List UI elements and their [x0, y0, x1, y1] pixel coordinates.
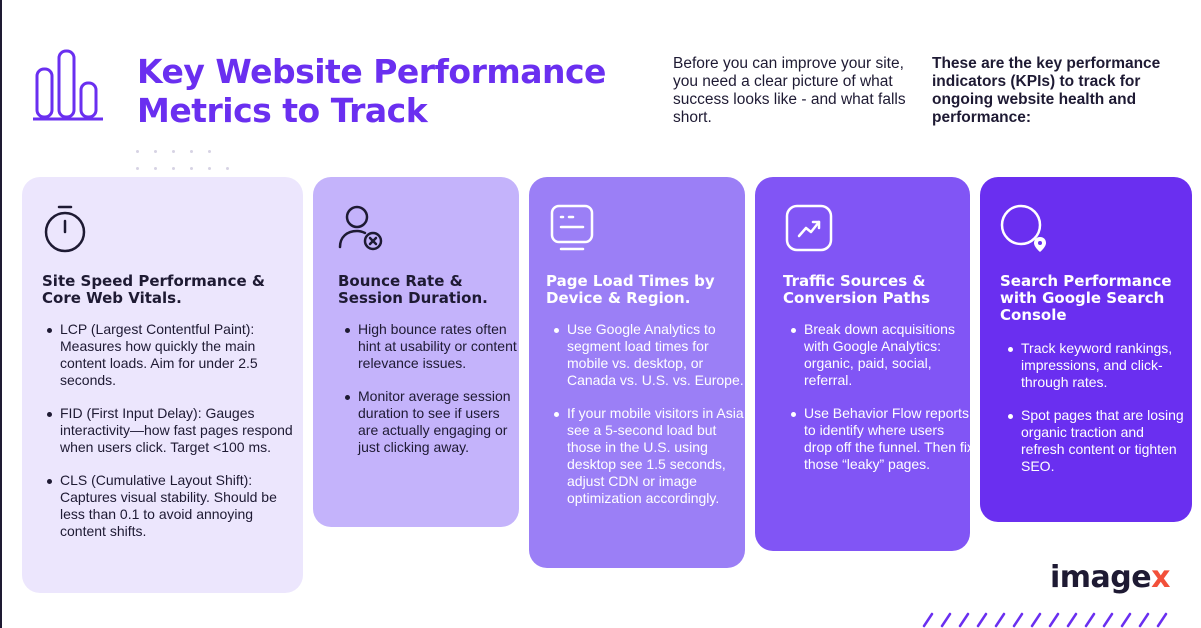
decorative-dots: [134, 148, 234, 174]
list-item: If your mobile visitors in Asia see a 5-…: [554, 405, 747, 507]
list-item: Use Behavior Flow reports to identify wh…: [791, 405, 974, 472]
bullet-list: LCP (Largest Contentful Paint): Measures…: [47, 321, 296, 556]
card-title: Search Performance with Google Search Co…: [1000, 272, 1172, 324]
card-site-speed: Site Speed Performance & Core Web Vitals…: [22, 177, 303, 593]
bullet-list: High bounce rates often hint at usabilit…: [345, 321, 518, 472]
card-bounce-rate: Bounce Rate & Session Duration. High bou…: [313, 177, 519, 527]
decorative-slashes: [922, 612, 1168, 628]
card-title: Traffic Sources & Conversion Paths: [783, 272, 931, 307]
bullet-list: Track keyword rankings, impressions, and…: [1008, 340, 1191, 491]
monitor-icon: [550, 204, 594, 251]
user-remove-icon: [338, 205, 383, 251]
list-item: LCP (Largest Contentful Paint): Measures…: [47, 321, 296, 389]
search-location-icon: [1000, 204, 1046, 252]
card-search-performance: Search Performance with Google Search Co…: [980, 177, 1192, 522]
list-item: FID (First Input Delay): Gauges interact…: [47, 405, 296, 456]
list-item: Break down acquisitions with Google Anal…: [791, 321, 974, 389]
card-page-load: Page Load Times by Device & Region. Use …: [529, 177, 745, 568]
list-item: Spot pages that are losing organic tract…: [1008, 407, 1191, 475]
brand-name: image: [1050, 560, 1152, 595]
page-title: Key Website Performance Metrics to Track: [137, 52, 606, 130]
brand-logo: imagex: [1050, 560, 1170, 596]
list-item: High bounce rates often hint at usabilit…: [345, 321, 517, 371]
trend-up-icon: [785, 204, 833, 252]
list-item: CLS (Cumulative Layout Shift): Captures …: [47, 472, 296, 540]
brand-x: x: [1151, 560, 1170, 595]
intro-text: Before you can improve your site, you ne…: [673, 55, 906, 126]
list-item: Monitor average session duration to see …: [345, 388, 518, 456]
list-item: Track keyword rankings, impressions, and…: [1008, 340, 1191, 391]
list-item: Use Google Analytics to segment load tim…: [554, 321, 747, 389]
card-traffic-sources: Traffic Sources & Conversion Paths Break…: [755, 177, 974, 551]
bullet-list: Use Google Analytics to segment load tim…: [554, 321, 747, 523]
stopwatch-icon: [44, 205, 86, 253]
card-title: Site Speed Performance & Core Web Vitals…: [42, 272, 265, 307]
card-title: Bounce Rate & Session Duration.: [338, 272, 488, 307]
bullet-list: Break down acquisitions with Google Anal…: [791, 321, 974, 489]
kpi-intro-text: These are the key performance indicators…: [932, 55, 1161, 126]
left-border: [0, 0, 2, 628]
bar-chart-icon: [33, 49, 103, 121]
card-title: Page Load Times by Device & Region.: [546, 272, 715, 307]
